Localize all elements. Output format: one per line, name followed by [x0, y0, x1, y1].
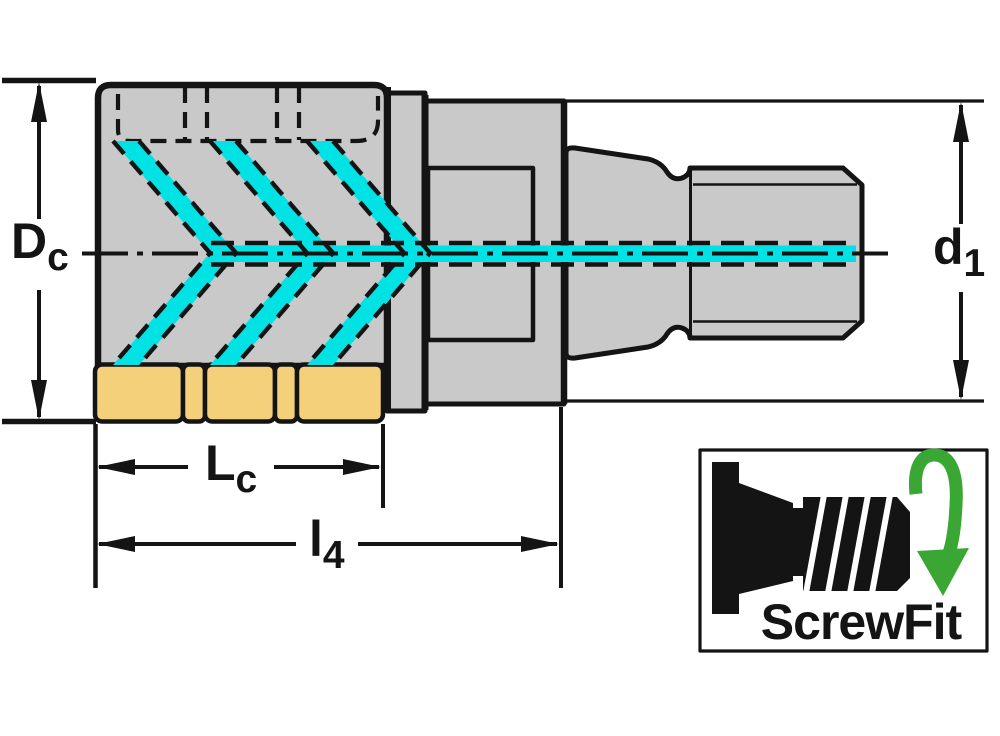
dimension-l4 — [97, 407, 563, 588]
lc-arrow-right — [343, 459, 381, 475]
label-dc-sub: c — [47, 236, 69, 279]
chevron-edge-dashed — [331, 139, 433, 367]
label-dc: Dc — [11, 216, 69, 277]
l4-arrow-right — [521, 536, 559, 552]
dimension-dc — [2, 77, 96, 425]
d1-arrow-down — [953, 360, 969, 400]
label-lc-main: L — [205, 435, 236, 491]
hidden-pocket-lines — [115, 87, 381, 144]
rotation-arrow-arc — [908, 448, 963, 556]
label-l4-main: l — [309, 511, 323, 567]
icon-neck — [791, 508, 805, 576]
drawing-root — [2, 77, 989, 653]
icon-thread-stripes — [803, 494, 893, 594]
lc-arrow-left — [97, 459, 135, 475]
dc-arrow-up — [31, 82, 47, 122]
icon-flange-bar — [712, 462, 739, 614]
insert-segment — [272, 362, 300, 424]
rotation-arrow-icon — [908, 448, 969, 596]
label-lc-sub: c — [235, 458, 258, 501]
rotation-arrow-head — [917, 548, 969, 596]
label-d1-main: d — [933, 219, 964, 275]
screwfit-tool-icon — [712, 462, 910, 614]
dimension-lc — [93, 424, 385, 588]
dimension-d1 — [562, 99, 984, 403]
pocket-outline-dashed — [115, 94, 381, 144]
insert-segment — [180, 362, 208, 424]
label-l4: l4 — [309, 514, 345, 575]
dc-arrow-down — [31, 380, 47, 420]
label-d1: d1 — [933, 222, 985, 283]
label-lc: Lc — [205, 438, 257, 499]
insert-segment — [92, 362, 186, 424]
icon-cone — [739, 483, 793, 594]
screwfit-logo-box — [698, 448, 989, 653]
screwfit-logo-label: ScrewFit — [760, 594, 962, 650]
insert-segment — [202, 362, 278, 424]
insert-segment — [294, 362, 386, 424]
label-dc-main: D — [11, 213, 48, 269]
label-d1-sub: 1 — [963, 242, 986, 285]
d1-arrow-up — [953, 102, 969, 142]
label-l4-sub: 4 — [322, 534, 345, 577]
insert-strip — [92, 362, 386, 424]
l4-arrow-left — [97, 536, 135, 552]
